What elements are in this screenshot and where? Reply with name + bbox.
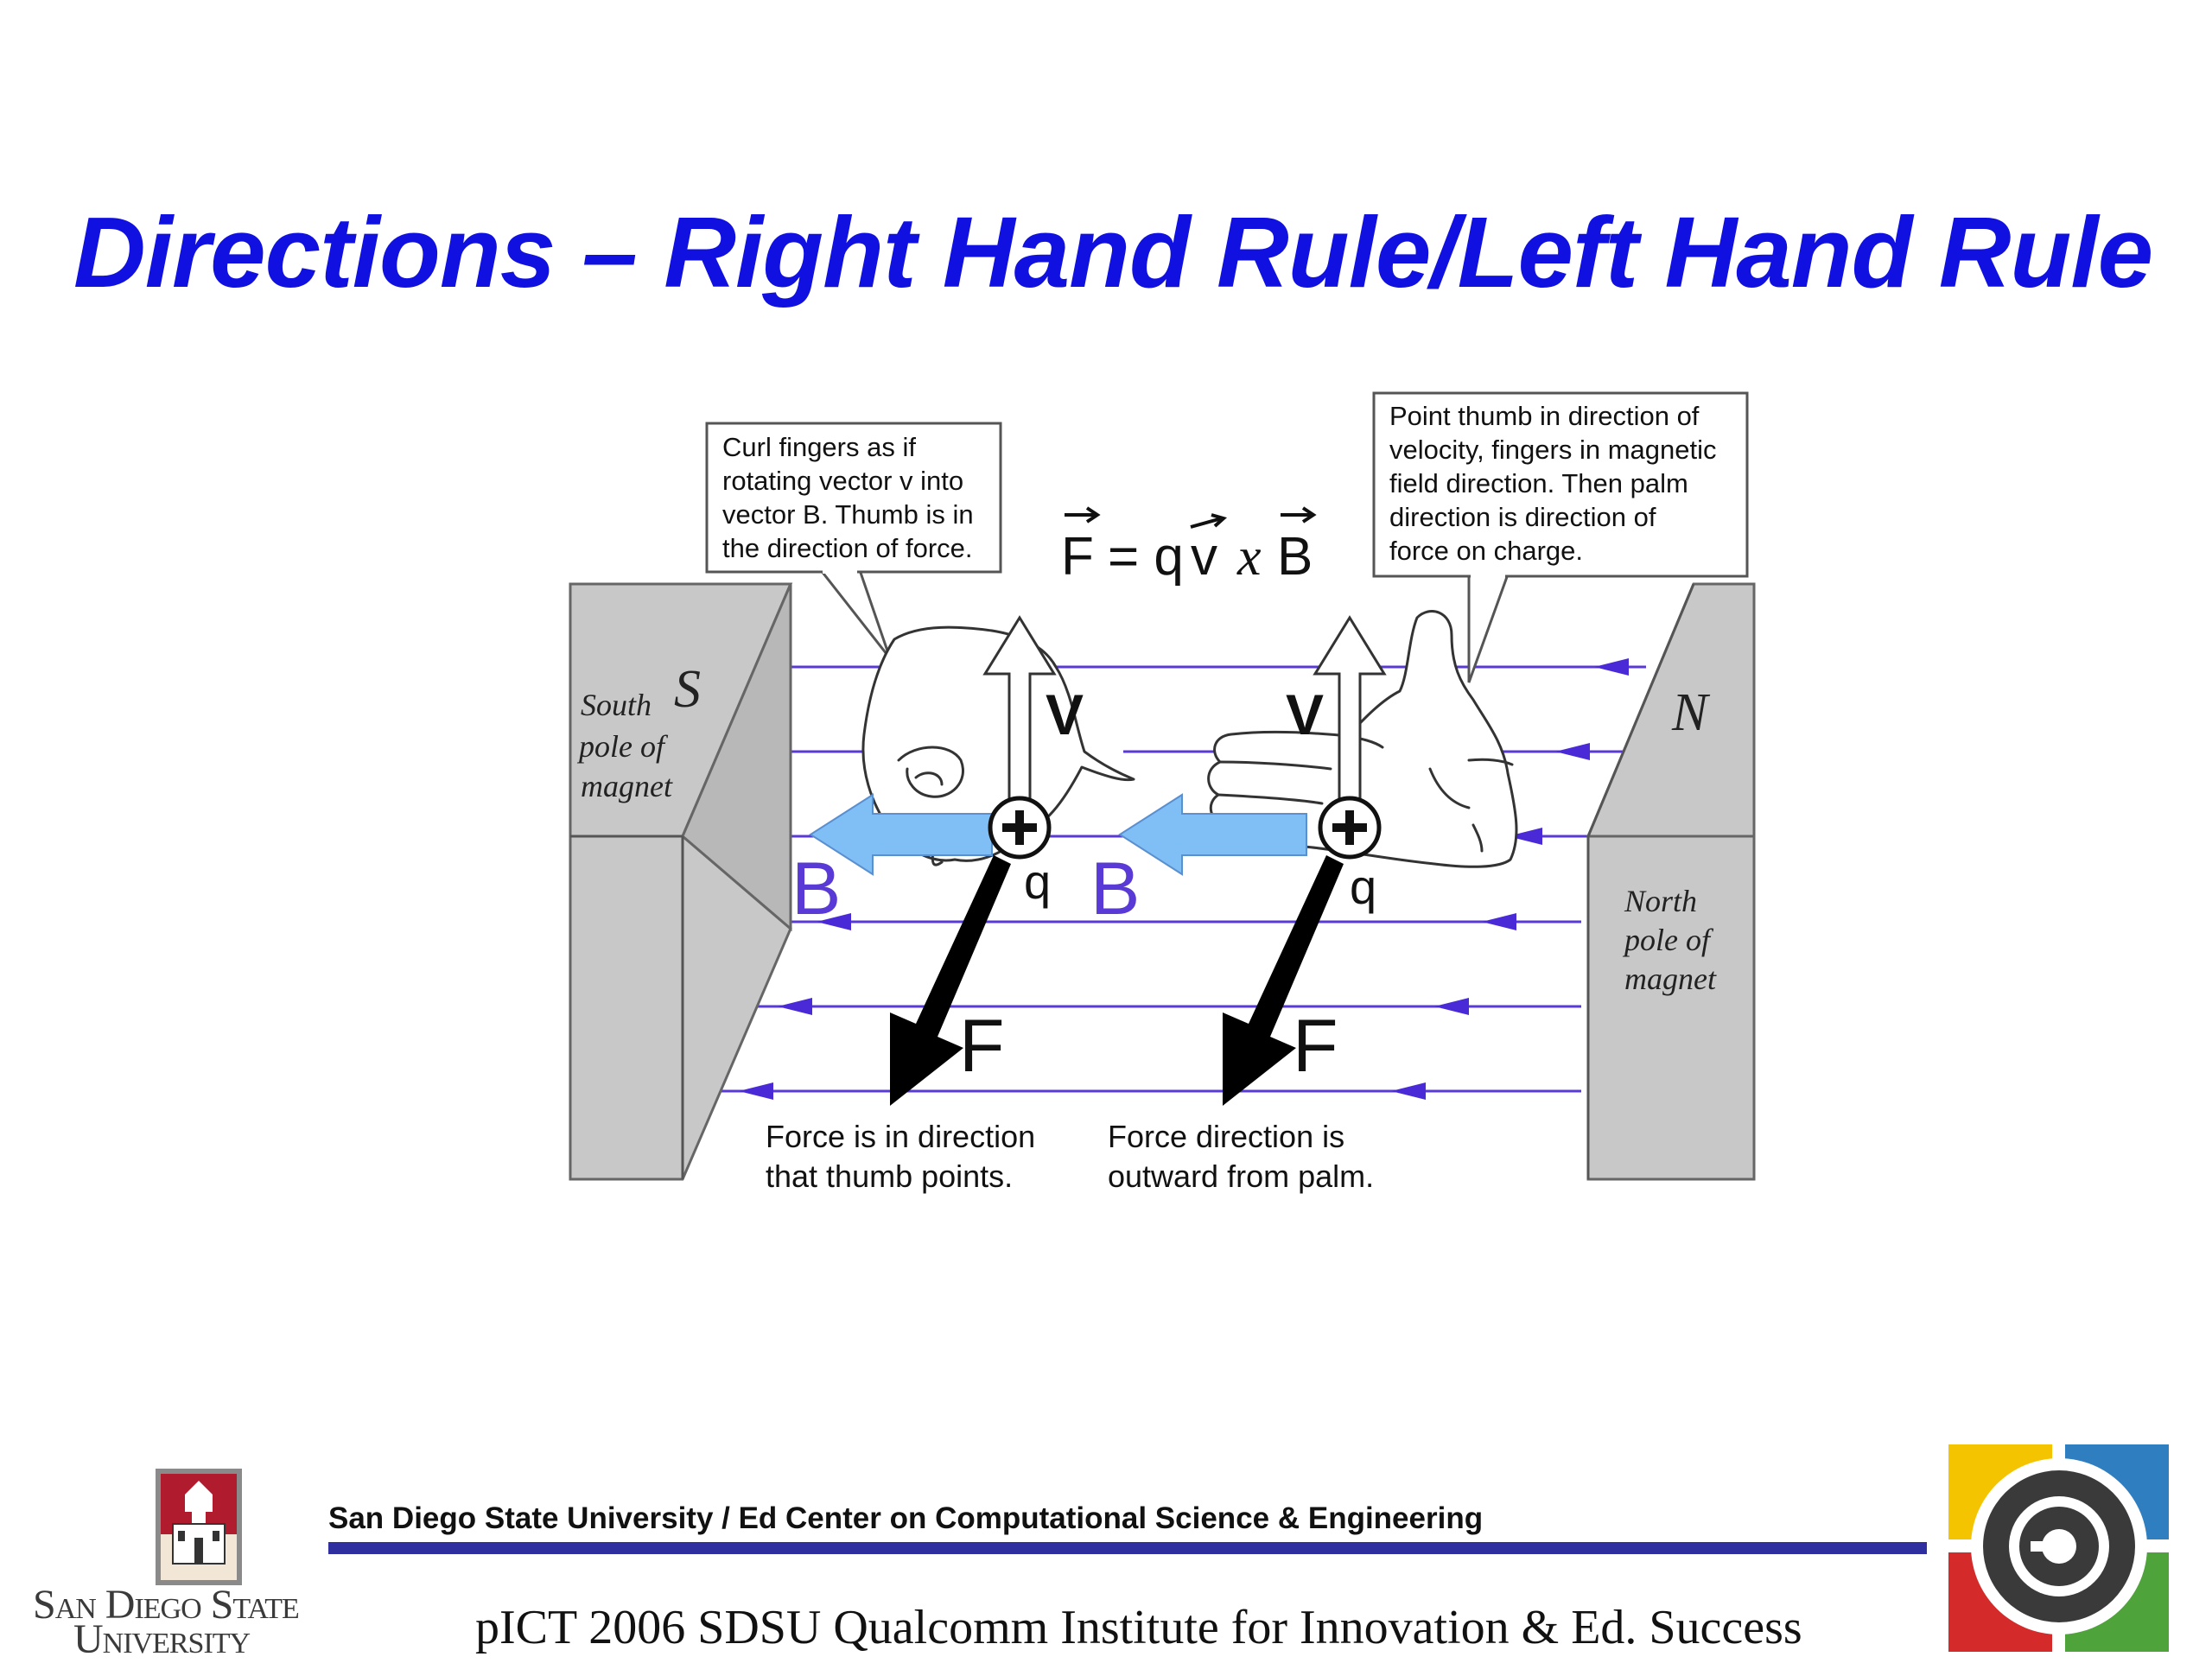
callout-left-line3: vector B. Thumb is in	[722, 499, 974, 530]
callout-left-line4: the direction of force.	[722, 533, 973, 563]
equation-equals-q: = q	[1108, 527, 1184, 587]
velocity-label-left: V	[1046, 682, 1084, 746]
plus-icon	[1332, 810, 1367, 845]
force-label-left: F	[959, 1005, 1005, 1088]
pict-logo	[1948, 1444, 2169, 1652]
footer-divider	[328, 1542, 1927, 1554]
equation-B: B	[1277, 527, 1313, 587]
field-arrowhead	[1482, 913, 1516, 930]
field-arrowhead	[1508, 828, 1542, 845]
callout-right: Point thumb in direction of velocity, fi…	[1372, 391, 1749, 683]
field-arrowhead	[817, 913, 851, 930]
callout-right-line2: velocity, fingers in magnetic	[1389, 435, 1716, 465]
vector-arrow-icon	[1065, 506, 1101, 524]
field-label-left: B	[791, 847, 841, 930]
field-arrowhead	[739, 1082, 773, 1100]
field-vector-left: B	[791, 793, 993, 930]
force-vector-left: F	[890, 855, 1011, 1106]
footer-organization: San Diego State University / Ed Center o…	[328, 1501, 1484, 1535]
field-arrowhead	[778, 998, 812, 1015]
south-pole-label-line2: pole of	[576, 729, 669, 764]
plus-icon	[1002, 810, 1037, 845]
charge-right: q	[1318, 796, 1382, 914]
charge-left: q	[988, 796, 1052, 909]
equation-x: x	[1236, 528, 1262, 587]
callout-right-line3: field direction. Then palm	[1389, 468, 1688, 498]
north-pole-letter: N	[1671, 683, 1711, 742]
force-vector-right: F	[1223, 855, 1344, 1106]
north-pole-label-line1: North	[1624, 884, 1697, 918]
charge-label-left: q	[1024, 854, 1051, 909]
field-arrowhead	[1555, 743, 1590, 760]
field-line-arrowheads	[739, 658, 1629, 1100]
callout-right-line1: Point thumb in direction of	[1389, 401, 1700, 431]
vector-arrow-icon	[1281, 506, 1317, 524]
captions: Force is in direction that thumb points.…	[766, 1119, 1374, 1194]
equation-F: F	[1061, 527, 1094, 587]
callout-right-line5: force on charge.	[1389, 536, 1583, 566]
callout-left-line1: Curl fingers as if	[722, 432, 916, 462]
field-arrowhead	[1391, 1082, 1426, 1100]
caption-left-line2: that thumb points.	[766, 1158, 1013, 1194]
field-arrowhead	[1434, 998, 1469, 1015]
vector-arrow-icon	[1190, 513, 1228, 529]
charge-label-right: q	[1350, 860, 1376, 914]
callout-left: Curl fingers as if rotating vector v int…	[705, 422, 1002, 659]
footer-subtitle: pICT 2006 SDSU Qualcomm Institute for In…	[475, 1601, 1802, 1654]
velocity-label-right: V	[1286, 682, 1324, 746]
field-arrowhead	[1594, 658, 1629, 676]
field-label-right: B	[1090, 847, 1140, 930]
force-label-right: F	[1293, 1005, 1338, 1088]
logo-word-line2: University	[73, 1616, 251, 1662]
south-magnet: S South pole of magnet	[569, 582, 793, 1181]
caption-right-line2: outward from palm.	[1108, 1158, 1374, 1194]
lorentz-force-equation: F = q v x B	[1061, 506, 1317, 587]
south-pole-label-line3: magnet	[581, 769, 673, 803]
south-pole-label-line1: South	[581, 688, 652, 722]
caption-left-line1: Force is in direction	[766, 1119, 1035, 1154]
sdsu-logo: San Diego State University	[26, 1451, 354, 1662]
field-vector-right: B	[1090, 793, 1307, 930]
slide-title: Directions – Right Hand Rule/Left Hand R…	[73, 196, 2153, 308]
north-magnet: N North pole of magnet	[1586, 582, 1756, 1181]
callout-left-line2: rotating vector v into	[722, 466, 963, 496]
south-pole-letter: S	[674, 660, 701, 719]
callout-right-line4: direction is direction of	[1389, 502, 1656, 532]
north-pole-label-line3: magnet	[1624, 962, 1717, 996]
north-pole-label-line2: pole of	[1622, 923, 1714, 957]
caption-right-line1: Force direction is	[1108, 1119, 1344, 1154]
equation-v: v	[1191, 527, 1217, 587]
campanile-icon	[156, 1469, 242, 1585]
logo-word-line1: San Diego State	[33, 1582, 300, 1628]
